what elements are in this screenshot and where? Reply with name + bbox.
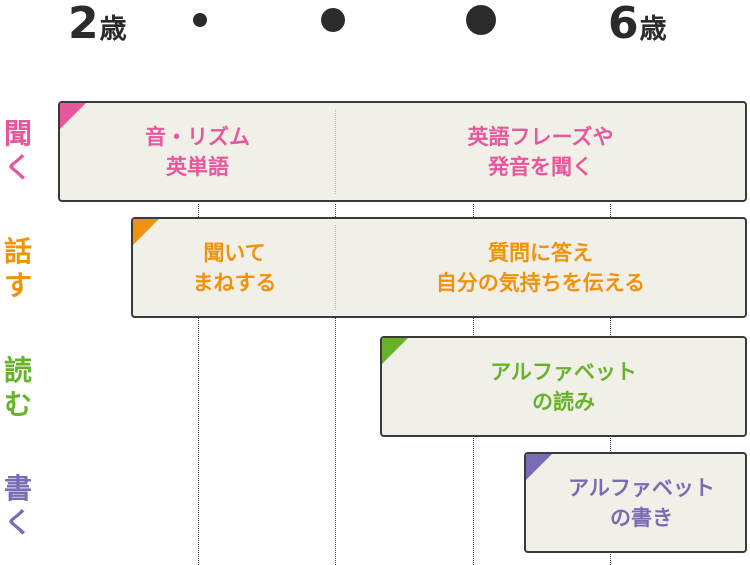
skill-label-char: 書: [3, 472, 32, 505]
skill-label-char: む: [3, 388, 32, 421]
skill-label-char: 読: [3, 354, 32, 387]
age-number: 6: [608, 0, 639, 49]
age-number: 2: [68, 0, 99, 49]
bar-corner-marker: [382, 338, 408, 364]
skill-bar-read: アルファベット の読み: [380, 336, 747, 437]
timeline-dot-large: [466, 5, 496, 35]
bar-corner-marker: [526, 454, 552, 480]
bar-corner-marker: [133, 219, 159, 245]
age-label-6: 6歳: [608, 2, 667, 46]
skill-bar-speak: 聞いて まねする 質問に答え 自分の気持ちを伝える: [131, 217, 747, 318]
skill-bar-text: 音・リズム 英単語: [145, 124, 250, 179]
skill-label-read: 読 む: [0, 354, 36, 422]
age-label-2: 2歳: [68, 2, 127, 46]
skill-label-write: 書 く: [0, 472, 36, 540]
timeline-dot-small: [193, 13, 207, 27]
skill-bar-text: 質問に答え 自分の気持ちを伝える: [435, 240, 646, 295]
skill-bar-text: 聞いて まねする: [192, 240, 277, 295]
skill-bar-text: 英語フレーズや 発音を聞く: [467, 124, 614, 179]
age-unit: 歳: [99, 14, 127, 45]
skill-label-char: 聞: [3, 117, 32, 150]
skill-bar-listen: 音・リズム 英単語 英語フレーズや 発音を聞く: [58, 101, 747, 202]
skill-bar-text: アルファベット の書き: [568, 475, 715, 530]
bar-divider: [335, 109, 336, 194]
skill-label-char: く: [3, 151, 32, 184]
skill-label-char: く: [3, 506, 32, 539]
skill-bar-write: アルファベット の書き: [524, 452, 747, 553]
skill-label-char: す: [3, 269, 32, 302]
skill-bar-text: アルファベット の読み: [490, 359, 637, 414]
timeline-dot-medium: [321, 8, 345, 32]
timeline-guide: [335, 204, 336, 565]
bar-corner-marker: [60, 103, 86, 129]
skill-label-listen: 聞 く: [0, 117, 36, 185]
timeline-guide: [198, 204, 199, 565]
bar-divider: [335, 225, 336, 310]
skill-label-speak: 話 す: [0, 235, 36, 303]
age-unit: 歳: [639, 14, 667, 45]
skill-label-char: 話: [3, 235, 32, 268]
